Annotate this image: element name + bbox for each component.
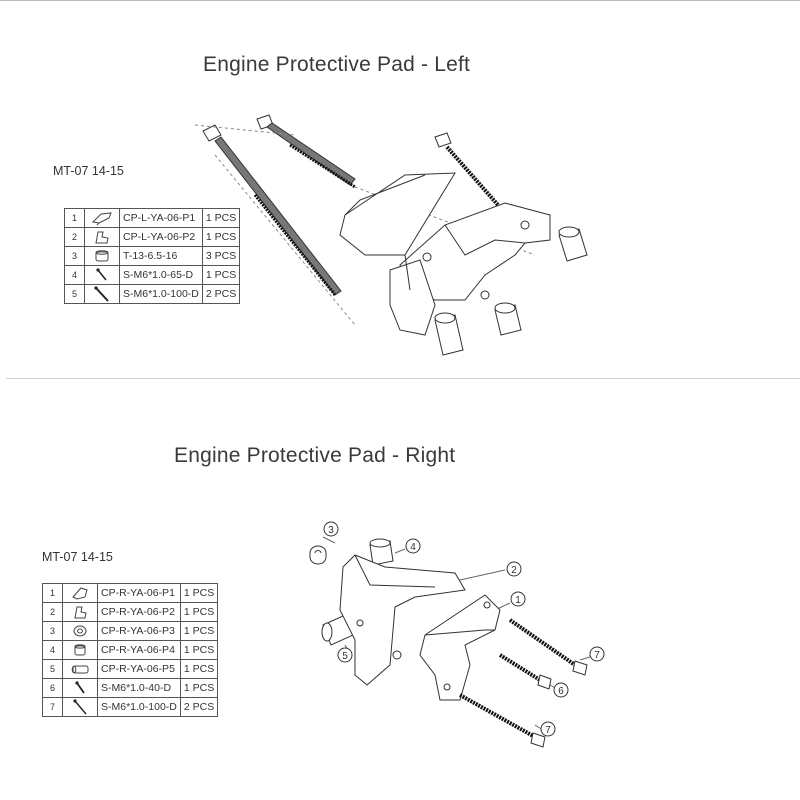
frame-slider-part-icon [84,208,120,228]
part-quantity: 3 PCS [201,246,241,266]
long-bolt-illustration [459,693,546,748]
part-code: CP-L-YA-06-P2 [119,227,203,247]
right-exploded-diagram: 3 4 2 1 5 7 6 7 [309,521,605,748]
part-quantity: 2 PCS [201,284,241,304]
callout-bubble: 6 [553,682,569,698]
svg-text:3: 3 [328,525,334,536]
mount-bracket-icon [62,602,98,622]
long-bolt-icon [62,697,98,717]
part-code: S-M6*1.0-40-D [97,678,181,698]
callout-bubble: 5 [337,647,353,663]
part-quantity: 1 PCS [179,602,219,622]
left-exploded-diagram [194,114,588,356]
spacer-ring-illustration [309,545,327,565]
svg-text:7: 7 [545,725,551,736]
spacer-illustration [369,538,394,566]
table-row: 7 S-M6*1.0-100-D 2 PCS [42,697,219,717]
part-quantity: 1 PCS [179,659,219,679]
part-code: CP-R-YA-06-P5 [97,659,181,679]
part-number: 1 [42,583,63,603]
part-code: CP-R-YA-06-P3 [97,621,181,641]
short-bolt-illustration [498,653,552,690]
part-number: 2 [42,602,63,622]
left-section-title: Engine Protective Pad - Left [203,53,471,76]
spacer-illustration [494,302,522,336]
table-row: 3 T-13-6.5-16 3 PCS [64,246,241,266]
part-code: CP-R-YA-06-P4 [97,640,181,660]
part-code: S-M6*1.0-100-D [97,697,181,717]
part-quantity: 1 PCS [201,265,241,285]
right-section-title: Engine Protective Pad - Right [174,444,456,467]
right-model-label: MT-07 14-15 [42,550,113,564]
table-row: 2 CP-R-YA-06-P2 1 PCS [42,602,219,622]
part-number: 4 [42,640,63,660]
part-code: CP-R-YA-06-P1 [97,583,181,603]
left-model-label: MT-07 14-15 [53,164,124,178]
part-number: 6 [42,678,63,698]
part-quantity: 1 PCS [179,678,219,698]
table-row: 6 S-M6*1.0-40-D 1 PCS [42,678,219,698]
spacer-ring-icon [62,621,98,641]
svg-text:1: 1 [515,595,521,606]
svg-text:6: 6 [558,686,564,697]
part-number: 1 [64,208,85,228]
callout-bubble: 1 [510,591,526,607]
frame-slider-part-icon [62,583,98,603]
part-code: S-M6*1.0-65-D [119,265,203,285]
section-divider [6,378,800,379]
part-quantity: 2 PCS [179,697,219,717]
part-quantity: 1 PCS [179,640,219,660]
part-number: 5 [42,659,63,679]
spacer-sleeve-icon [62,640,98,660]
long-bolt-illustration [202,124,342,296]
part-number: 7 [42,697,63,717]
svg-text:7: 7 [594,650,600,661]
table-row: 5 S-M6*1.0-100-D 2 PCS [64,284,241,304]
part-code: S-M6*1.0-100-D [119,284,203,304]
part-number: 3 [64,246,85,266]
table-row: 5 CP-R-YA-06-P5 1 PCS [42,659,219,679]
callout-bubble: 2 [506,561,522,577]
part-code: CP-L-YA-06-P1 [119,208,203,228]
part-code: CP-R-YA-06-P2 [97,602,181,622]
short-bolt-icon [84,265,120,285]
part-number: 4 [64,265,85,285]
part-quantity: 1 PCS [179,583,219,603]
long-bolt-illustration [508,618,588,676]
callout-bubble: 7 [540,721,556,737]
left-parts-table: 1 CP-L-YA-06-P1 1 PCS 2 CP-L-YA-06-P2 1 … [64,208,241,304]
long-bolt-icon [84,284,120,304]
spacer-illustration [434,312,464,356]
table-row: 4 S-M6*1.0-65-D 1 PCS [64,265,241,285]
callout-bubble: 3 [323,521,339,537]
short-bolt-illustration [434,132,507,215]
part-number: 2 [64,227,85,247]
svg-text:4: 4 [410,542,416,553]
table-row: 1 CP-R-YA-06-P1 1 PCS [42,583,219,603]
right-parts-table: 1 CP-R-YA-06-P1 1 PCS 2 CP-R-YA-06-P2 1 … [42,583,219,717]
table-row: 3 CP-R-YA-06-P3 1 PCS [42,621,219,641]
callout-bubble: 7 [589,646,605,662]
spacer-illustration [558,226,588,262]
part-code: T-13-6.5-16 [119,246,203,266]
part-quantity: 1 PCS [179,621,219,641]
callout-bubble: 4 [405,538,421,554]
svg-text:5: 5 [342,651,348,662]
mount-bracket-icon [84,227,120,247]
long-spacer-icon [62,659,98,679]
table-row: 4 CP-R-YA-06-P4 1 PCS [42,640,219,660]
part-number: 5 [64,284,85,304]
part-number: 3 [42,621,63,641]
long-bolt-illustration [256,114,356,189]
spacer-sleeve-icon [84,246,120,266]
short-bolt-icon [62,678,98,698]
top-border [0,0,800,6]
svg-text:2: 2 [511,565,517,576]
